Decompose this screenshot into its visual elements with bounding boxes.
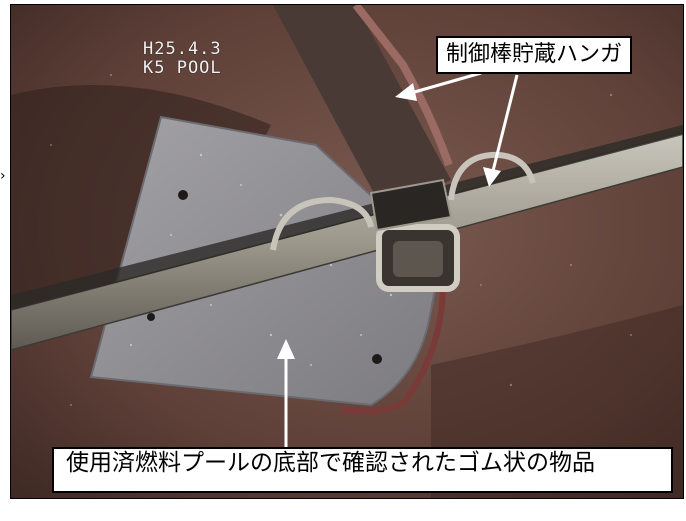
hanger-callout: 制御棒貯蔵ハンガ xyxy=(436,36,633,74)
location-stamp: K5 POOL xyxy=(143,58,222,78)
sheet-hole xyxy=(178,190,188,200)
arrow-to-post xyxy=(395,71,482,101)
hanger-loop-left xyxy=(270,196,374,251)
hanger-post-edge xyxy=(352,5,453,167)
underwater-photo: H25.4.3 K5 POOL xyxy=(10,4,684,499)
sheet-hole xyxy=(372,354,382,364)
hanger-post xyxy=(273,5,451,210)
arrow-to-sheet xyxy=(277,339,295,448)
hanger-loop-right xyxy=(448,151,536,201)
rubber-sheet-edge xyxy=(340,259,446,415)
date-stamp: H25.4.3 xyxy=(143,39,222,59)
floor-specks xyxy=(50,44,632,406)
hanger-clamp xyxy=(369,178,453,232)
object-callout: 使用済燃料プールの底部で確認されたゴム状の物品 xyxy=(52,447,673,493)
metal-bar-dark xyxy=(11,125,683,310)
arrow-to-loop xyxy=(483,74,519,187)
edge-glyph: › xyxy=(0,168,6,184)
sheet-hole xyxy=(147,313,155,321)
pool-scene xyxy=(11,5,683,498)
hanger-socket-inner xyxy=(393,241,443,277)
